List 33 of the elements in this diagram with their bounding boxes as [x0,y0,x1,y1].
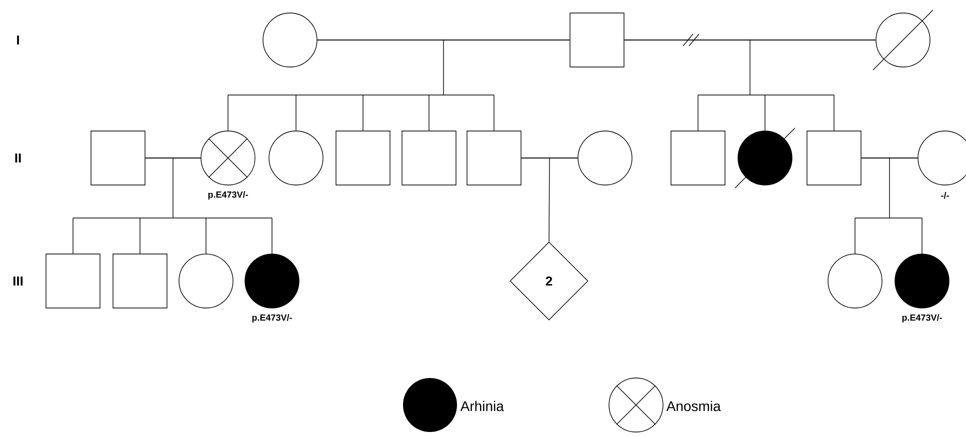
legend-label: Anosmia [666,400,721,412]
genotype-label: p.E473V/- [208,191,248,200]
descent-line [854,158,922,254]
genotype-label: p.E473V/- [902,314,942,323]
male-square [336,130,390,186]
female-circle [268,130,324,186]
generation-label: III [13,276,23,286]
male-square [806,130,862,186]
female-circle [262,12,318,68]
female-circle [178,254,234,308]
legend-label: Arhinia [460,400,504,412]
male-square [46,254,100,308]
female-circle [828,254,882,308]
male-square [570,12,624,68]
male-square [112,254,168,308]
affected-female-circle [244,254,300,308]
male-square [90,130,146,186]
female-circle [578,130,632,186]
genotype-label: -/- [941,192,949,199]
affected-female-circle [894,254,950,308]
male-square [466,130,522,186]
female-circle [872,10,934,70]
generation-label: I [17,36,19,44]
descent-line [228,40,570,131]
descent-line [72,158,272,254]
generation-label: II [15,154,21,162]
male-square [670,130,726,186]
descent-line [624,40,876,131]
crossed-circle [200,130,256,186]
descent-line [521,158,578,242]
affected-female-circle [734,128,796,188]
male-square [402,130,456,186]
genotype-label: p.E473V/- [252,314,292,323]
